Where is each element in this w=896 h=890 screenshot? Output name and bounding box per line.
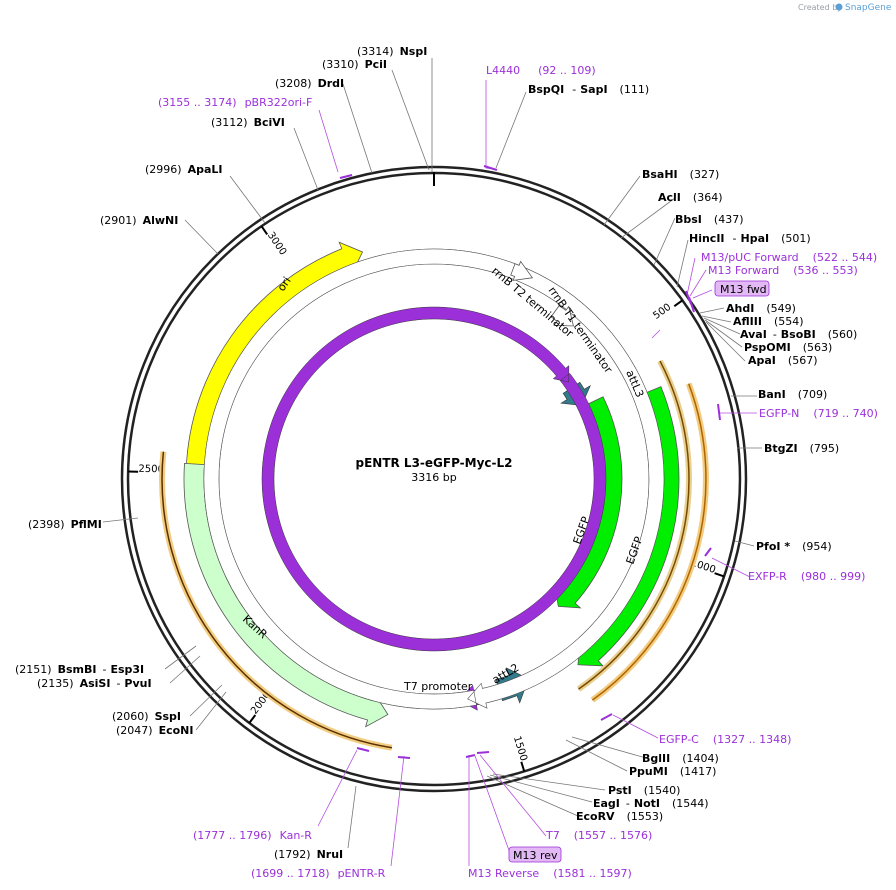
enzyme-pcii[interactable]: (3310)PciI <box>322 58 387 71</box>
primer-egfp-c[interactable]: EGFP-C(1327 .. 1348) <box>659 733 791 746</box>
features-layer <box>128 225 725 772</box>
m13-fwd-feature[interactable] <box>261 306 607 652</box>
enzyme-bcivi[interactable]: (3112)BciVI <box>211 116 285 129</box>
plasmid-length: 3316 bp <box>411 471 456 484</box>
brand-text[interactable]: SnapGene <box>845 3 892 13</box>
tick-mark-2000 <box>248 714 257 724</box>
enzyme-acli[interactable]: AclI(364) <box>658 191 723 204</box>
primer-egfp-n[interactable]: EGFP-N(719 .. 740) <box>759 407 878 420</box>
enzyme-afliii[interactable]: AflIII(554) <box>733 315 804 328</box>
primer-t7[interactable]: T7(1557 .. 1576) <box>545 829 652 842</box>
primer-marks <box>339 165 721 759</box>
enzyme-hincii[interactable]: HincII-HpaI(501) <box>689 232 811 245</box>
enzyme-pfoi[interactable]: PfoI *(954) <box>756 540 832 553</box>
enzyme-ppumi[interactable]: PpuMI(1417) <box>629 765 716 778</box>
enzyme-btgzi[interactable]: BtgZI(795) <box>764 442 839 455</box>
enzyme-avai[interactable]: AvaI-BsoBI(560) <box>740 328 857 341</box>
enzyme-apai[interactable]: ApaI(567) <box>748 354 818 367</box>
enzyme-apali[interactable]: (2996)ApaLI <box>145 163 223 176</box>
credit-text: Created by <box>798 3 842 12</box>
enzyme-eagi[interactable]: EagI-NotI(1544) <box>593 797 709 810</box>
primer-pentr-r[interactable]: (1699 .. 1718)pENTR-R <box>251 867 386 880</box>
tick-mark-3000 <box>260 225 268 236</box>
m13-fwd-box[interactable] <box>714 280 770 297</box>
t7-promoter-arrow[interactable] <box>203 248 665 710</box>
enzyme-asisi[interactable]: (2135)AsiSI-PvuI <box>37 677 152 690</box>
tick-mark-500 <box>673 299 684 308</box>
tick-mark-1000 <box>714 572 725 578</box>
orf-line-right[interactable] <box>578 360 690 690</box>
enzyme-bsahi[interactable]: BsaHI(327) <box>642 168 719 181</box>
enzyme-drdi[interactable]: (3208)DrdI <box>275 77 344 90</box>
primer-m13-puc-forward[interactable]: M13/pUC Forward(522 .. 544) <box>701 251 877 264</box>
enzyme-labels-left: (3314)NspI (3310)PciI (3208)DrdI (3112)B… <box>15 45 427 861</box>
enzyme-pspomi[interactable]: PspOMI(563) <box>744 341 832 354</box>
primer-m13-reverse[interactable]: M13 Reverse(1581 .. 1597) <box>468 867 632 880</box>
enzyme-bbsi[interactable]: BbsI(437) <box>675 213 744 226</box>
tick-1500: 1500 <box>511 735 529 763</box>
m13-rev-box[interactable] <box>508 846 562 863</box>
enzyme-nspi[interactable]: (3314)NspI <box>357 45 427 58</box>
rrnb-t2-arrow[interactable] <box>510 260 534 281</box>
primer-l4440[interactable]: L4440(92 .. 109) <box>486 64 596 77</box>
enzyme-bspqi[interactable]: BspQI-SapI(111) <box>528 83 649 96</box>
primer-exfp-r[interactable]: EXFP-R(980 .. 999) <box>748 570 865 583</box>
enzyme-sspi[interactable]: (2060)SspI <box>112 710 181 723</box>
primer-kan-r[interactable]: (1777 .. 1796)Kan-R <box>193 829 312 842</box>
backbone <box>120 165 748 793</box>
enzyme-nrui[interactable]: (1792)NruI <box>274 848 343 861</box>
primer-m13-forward[interactable]: M13 Forward(536 .. 553) <box>708 264 858 277</box>
plasmid-name: pENTR L3-eGFP-Myc-L2 <box>355 456 512 470</box>
orf-line-left[interactable] <box>161 451 393 749</box>
orf-line-outer[interactable] <box>591 383 707 701</box>
primer-labels: L4440(92 .. 109) (3155 .. 3174)pBR322ori… <box>158 64 878 880</box>
enzyme-bsmbi[interactable]: (2151)BsmBI-Esp3I <box>15 663 144 676</box>
leader-lines <box>102 58 762 849</box>
snapgene-logo-icon <box>835 3 843 11</box>
enzyme-bani[interactable]: BanI(709) <box>758 388 827 401</box>
boxed-primers: M13 fwd M13 rev <box>508 280 770 863</box>
tick-3000: 3000 <box>265 230 288 257</box>
enzyme-ahdi[interactable]: AhdI(549) <box>726 302 796 315</box>
enzyme-labels-right: BspQI-SapI(111) BsaHI(327) AclI(364) Bbs… <box>528 83 857 823</box>
m13-fwd-label: M13 fwd <box>720 283 767 296</box>
primer-pbr322ori-f[interactable]: (3155 .. 3174)pBR322ori-F <box>158 96 312 109</box>
enzyme-econi[interactable]: (2047)EcoNI <box>116 724 193 737</box>
tick-500: 500 <box>651 302 673 322</box>
enzyme-pflmi[interactable]: (2398)PflMI <box>28 518 102 531</box>
m13-rev-label: M13 rev <box>513 849 558 862</box>
tick-2500: 2500 <box>138 464 164 476</box>
enzyme-alwni[interactable]: (2901)AlwNI <box>100 214 178 227</box>
tick-mark-1500 <box>520 761 526 772</box>
enzyme-psti[interactable]: PstI(1540) <box>608 784 680 797</box>
t7-promoter-label: T7 promoter <box>403 680 473 693</box>
rrnb-t1-arrow[interactable] <box>550 304 574 327</box>
enzyme-bglii[interactable]: BglII(1404) <box>642 752 719 765</box>
enzyme-ecorv[interactable]: EcoRV(1553) <box>576 810 663 823</box>
